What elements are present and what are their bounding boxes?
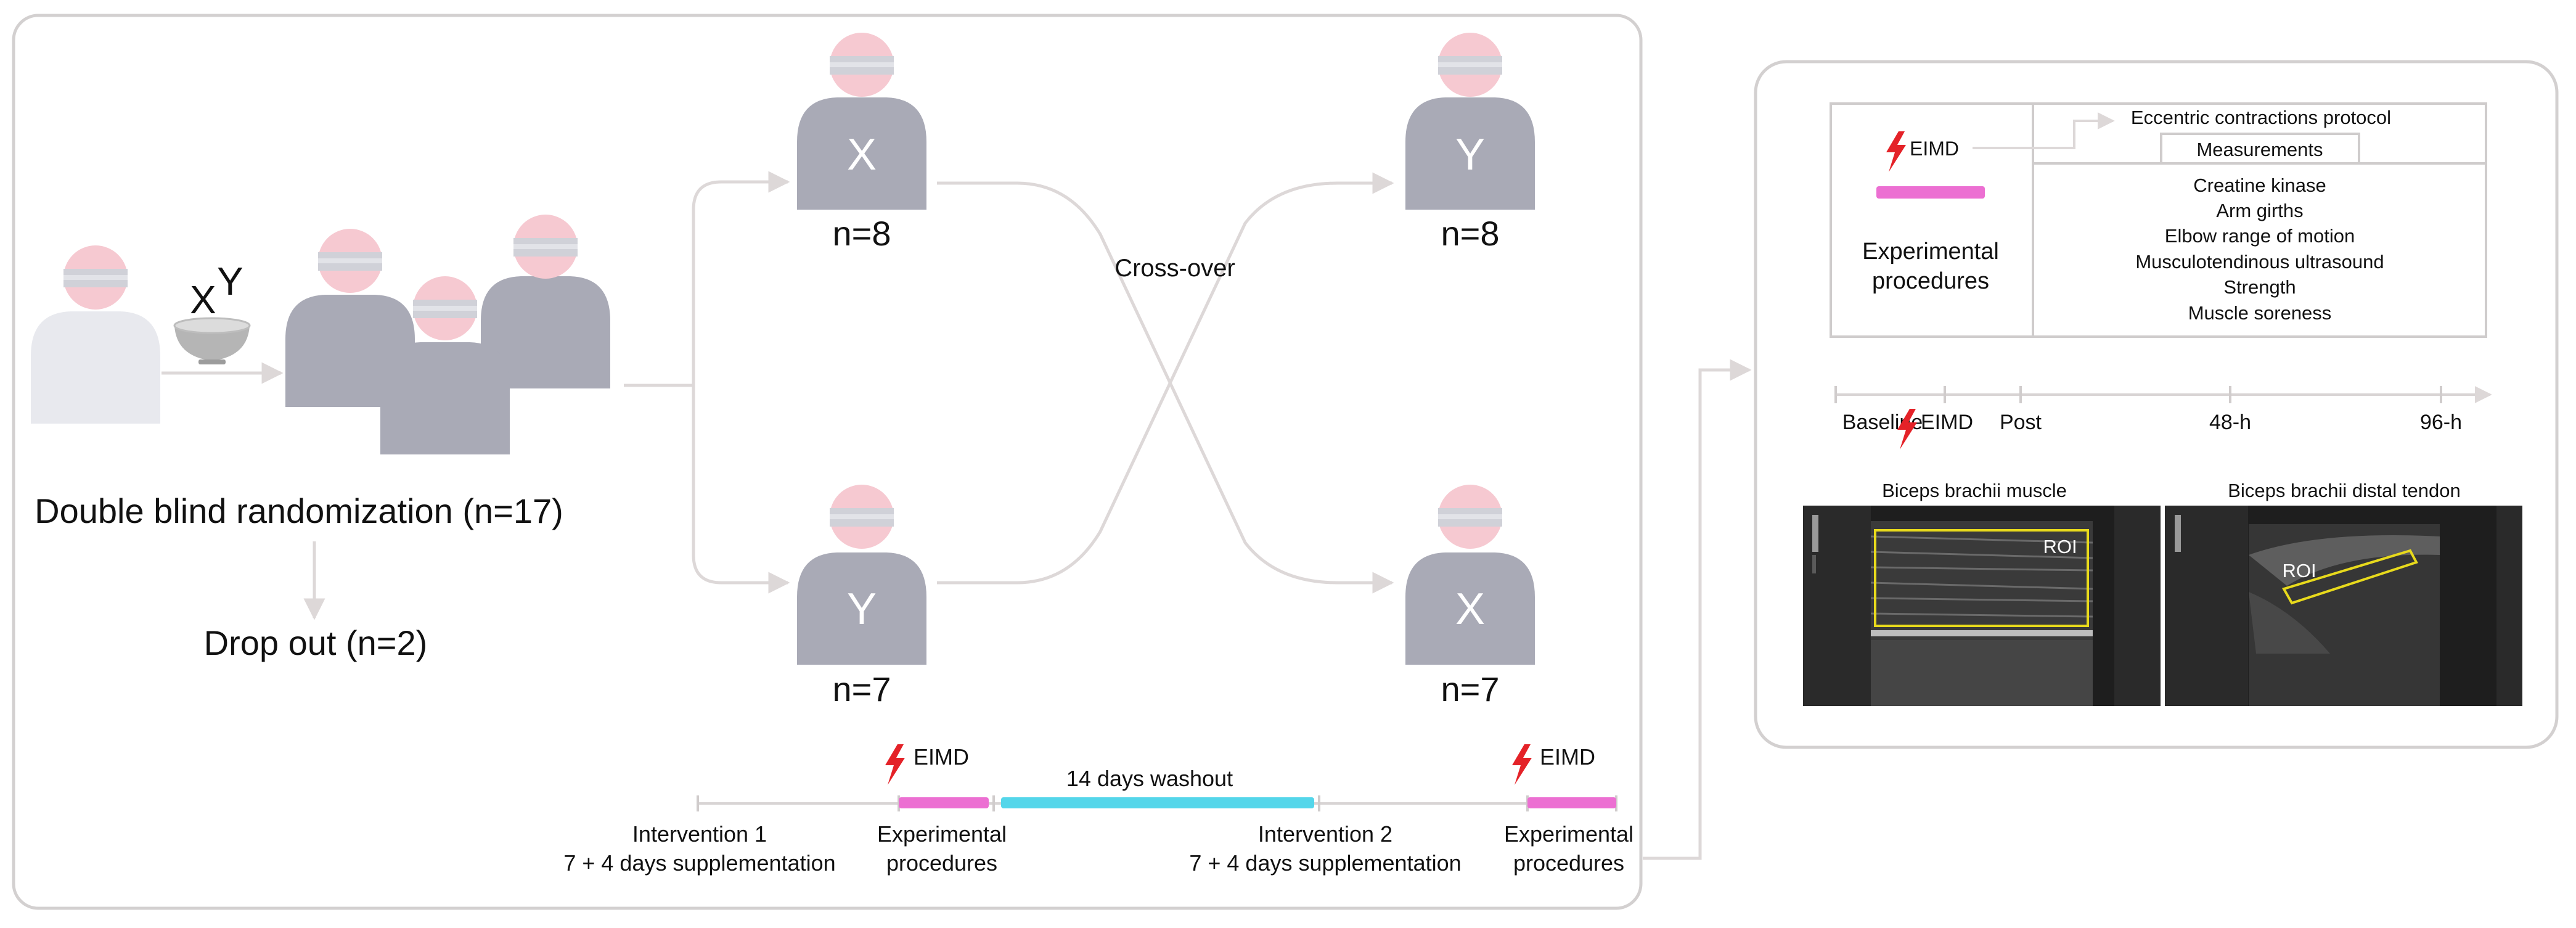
- timeline-96h: 96-h: [2420, 411, 2462, 434]
- supplement-label-y: Y: [217, 259, 243, 303]
- right-panel-frame: [1754, 60, 2559, 749]
- washout-bar: [1001, 797, 1314, 808]
- lightning-icon: [885, 744, 905, 785]
- crossover-label: Cross-over: [1114, 255, 1235, 282]
- ultrasound-tendon-image: [2165, 506, 2522, 706]
- supplement-label-x: X: [190, 277, 216, 322]
- arm-bottom-start-n: n=7: [833, 670, 891, 708]
- measurement-item: Muscle soreness: [2188, 302, 2332, 324]
- measurement-item: Musculotendinous ultrasound: [2135, 251, 2384, 273]
- experimental-2-line2: procedures: [1513, 850, 1624, 876]
- ultrasound-muscle-image: [1803, 506, 2161, 706]
- table-pink-bar: [1876, 186, 1985, 199]
- table-eimd-label: EIMD: [1910, 138, 1959, 160]
- ultrasound-muscle-title: Biceps brachii muscle: [1882, 480, 2067, 501]
- dropout-label: Drop out (n=2): [204, 623, 428, 662]
- table-experimental-line2: procedures: [1872, 268, 1989, 294]
- randomization-label: Double blind randomization (n=17): [35, 491, 563, 530]
- timeline-48h: 48-h: [2209, 411, 2251, 434]
- arm-top-end-n: n=8: [1441, 214, 1500, 253]
- arm-bottom-end-figure: [1405, 485, 1535, 665]
- supplement-bowl-icon: [173, 317, 251, 364]
- ultrasound-tendon-title: Biceps brachii distal tendon: [2228, 480, 2460, 501]
- measurement-item: Elbow range of motion: [2165, 225, 2355, 247]
- left-panel-frame: [12, 14, 1643, 910]
- arm-bottom-end-n: n=7: [1441, 670, 1500, 708]
- timeline-post: Post: [2000, 411, 2042, 434]
- measurement-timeline: [1834, 386, 2492, 403]
- experimental-procedures-bar-2: [1527, 797, 1616, 808]
- experimental-procedures-bar-1: [899, 797, 989, 808]
- intervention-1-title: Intervention 1: [632, 821, 767, 847]
- panel-connector-arrow: [1643, 359, 1752, 860]
- measurement-item: Creatine kinase: [2193, 175, 2326, 196]
- procedures-table: [1830, 102, 2487, 338]
- table-experimental-line1: Experimental: [1862, 239, 1999, 265]
- experimental-2-line1: Experimental: [1504, 821, 1634, 847]
- arm-bottom-end-letter: X: [1455, 585, 1485, 634]
- eimd-label-1: EIMD: [914, 744, 969, 770]
- arm-top-end-figure: [1405, 33, 1535, 210]
- lightning-icon: [1512, 744, 1532, 785]
- experimental-1-line1: Experimental: [877, 821, 1007, 847]
- arm-bottom-start-figure: [797, 485, 926, 665]
- lightning-icon: [1886, 131, 1906, 172]
- arm-top-start-n: n=8: [833, 214, 891, 253]
- eimd-label-2: EIMD: [1540, 744, 1595, 770]
- measurement-item: Strength: [2223, 276, 2296, 298]
- timeline-eimd: EIMD: [1921, 411, 1973, 434]
- randomized-group-figure: [285, 215, 610, 454]
- arm-bottom-start-letter: Y: [847, 585, 877, 634]
- roi-label-muscle: ROI: [2043, 536, 2077, 557]
- roi-label-tendon: ROI: [2282, 560, 2316, 581]
- arm-top-end-letter: Y: [1455, 130, 1485, 179]
- intervention-2-detail: 7 + 4 days supplementation: [1189, 850, 1461, 876]
- eccentric-protocol-label: Eccentric contractions protocol: [2131, 107, 2391, 128]
- arm-top-start-figure: [797, 33, 926, 210]
- roi-box-muscle: [1874, 529, 2089, 627]
- branch-connectors: [624, 171, 1394, 594]
- experimental-1-line2: procedures: [886, 850, 997, 876]
- intervention-2-title: Intervention 2: [1258, 821, 1392, 847]
- roi-box-tendon: [2282, 549, 2418, 605]
- washout-label: 14 days washout: [1066, 766, 1233, 791]
- measurements-header: Measurements: [2196, 139, 2323, 160]
- arm-top-start-letter: X: [847, 130, 877, 179]
- measurements-list: Creatine kinase Arm girths Elbow range o…: [2135, 175, 2384, 324]
- intervention-1-detail: 7 + 4 days supplementation: [563, 850, 835, 876]
- measurement-item: Arm girths: [2216, 200, 2303, 221]
- eimd-to-protocol-arrow: [1973, 112, 2115, 149]
- participant-pool-figure: [31, 245, 160, 424]
